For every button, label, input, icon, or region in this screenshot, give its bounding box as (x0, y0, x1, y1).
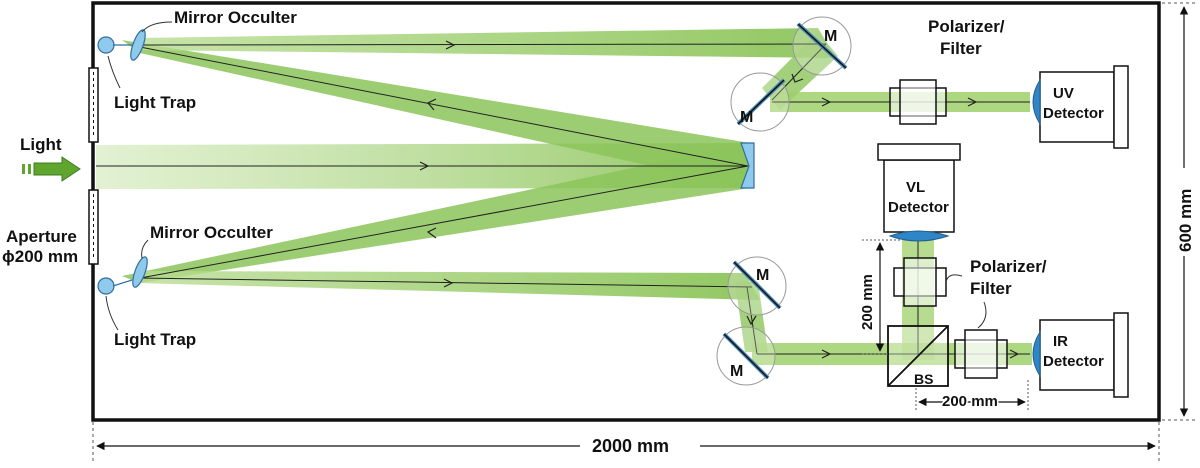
ray-lower-fold (746, 286, 758, 355)
vl-detector-label-2: Detector (888, 199, 949, 216)
leader-line (945, 274, 963, 283)
bs-vl-dimension-label: 200 mm (859, 274, 876, 330)
aperture-label: Aperture (6, 227, 77, 246)
uv-detector (1032, 65, 1129, 149)
light-trap-bottom-label: Light Trap (114, 330, 196, 349)
upper-reflected-beam (122, 40, 750, 188)
polarizer-top-label-1: Polarizer/ (928, 17, 1005, 36)
leader-line (141, 239, 149, 259)
primary-mirror (740, 142, 755, 189)
ray-arrow (746, 315, 757, 326)
ray-arrow (445, 40, 456, 50)
ray-arrow (419, 161, 430, 171)
ray-arrow (1009, 349, 1020, 359)
ray-arrow (821, 349, 832, 359)
ray-upper-fold (771, 43, 827, 101)
fold-mirror-m1 (792, 16, 852, 76)
uv-detector-label-2: Detector (1043, 105, 1104, 122)
ray-arrow (791, 73, 804, 83)
ray-lower-return (134, 165, 749, 280)
height-dimension-label: 600 mm (1176, 189, 1195, 252)
mirror-m1-label: M (824, 28, 837, 45)
fold-mirror-m4 (716, 326, 776, 386)
lower-light-trap (97, 277, 133, 295)
polarizer-bottom-label-1: Polarizer/ (970, 257, 1047, 276)
vl-detector-label-1: VL (906, 179, 925, 196)
ir-detector-label-2: Detector (1043, 353, 1104, 370)
mirror-occulter-top-label: Mirror Occulter (174, 8, 297, 27)
aperture-diameter-label: ϕ200 mm (2, 247, 78, 266)
ray-upper-return (134, 45, 749, 167)
light-trap-top-label: Light Trap (114, 93, 196, 112)
lower-mirror-occulter (132, 256, 148, 288)
polarizer-top-label-2: Filter (940, 39, 982, 58)
ray-upper-side (137, 43, 827, 46)
vl-detector (877, 143, 961, 242)
fold-mirror-m2 (730, 72, 790, 132)
width-dimension-label: 2000 mm (592, 436, 669, 456)
leader-line (107, 55, 121, 89)
leader-line (105, 295, 119, 331)
bs-ir-dimension-label: 200 mm (942, 393, 998, 410)
lower-side-beam (138, 271, 760, 300)
ir-polarizer-filter (954, 329, 1008, 379)
lower-reflected-beam (122, 143, 750, 283)
polarizer-bottom-label-2: Filter (970, 279, 1012, 298)
ir-detector (1032, 312, 1129, 398)
beam-splitter (887, 325, 949, 387)
light-label: Light (20, 135, 62, 154)
mirror-m2-label: M (740, 109, 753, 126)
beam-splitter-label: BS (914, 371, 933, 387)
ray-arrow (967, 97, 978, 107)
ray-arrow (427, 98, 437, 111)
ray-arrow (443, 278, 454, 288)
mirror-occulter-bottom-label: Mirror Occulter (150, 223, 273, 242)
ray-arrow (426, 227, 437, 239)
uv-polarizer-filter (889, 79, 947, 125)
uv-detector-label-1: UV (1053, 85, 1074, 102)
fold-mirror-m3 (727, 256, 787, 316)
ray-lower-side (137, 277, 753, 288)
ir-detector-label-1: IR (1053, 333, 1068, 350)
vl-polarizer-filter (893, 257, 947, 307)
mirror-m4-label: M (730, 363, 743, 380)
upper-side-beam (138, 28, 836, 58)
leader-line (977, 301, 987, 329)
leader-line (141, 21, 173, 33)
light-arrow-icon (22, 156, 81, 182)
mirror-m3-label: M (756, 267, 769, 284)
upper-light-trap (97, 36, 132, 54)
ray-arrow (821, 97, 832, 107)
